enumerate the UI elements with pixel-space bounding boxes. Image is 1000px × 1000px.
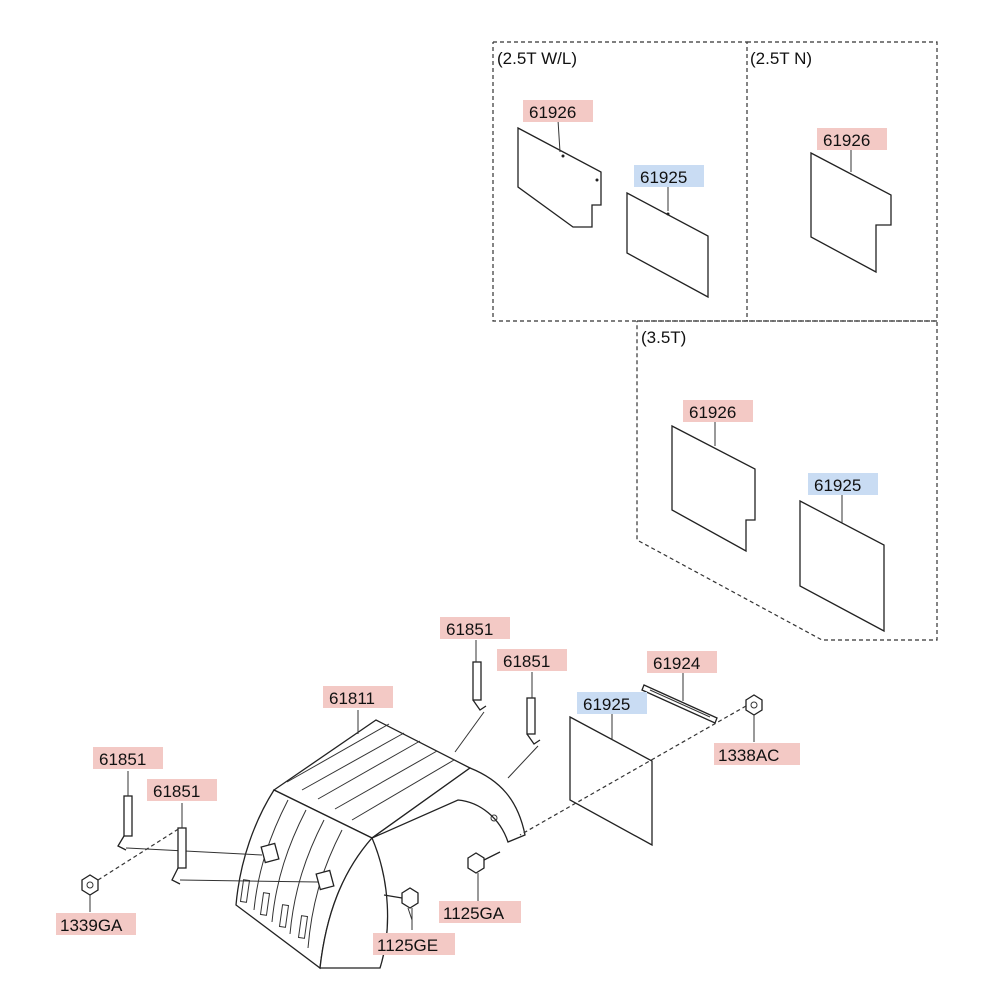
stay-link-a xyxy=(454,711,485,753)
nut-1338ac xyxy=(745,694,763,716)
tag-bg-61926-n xyxy=(817,128,887,150)
mud-flap-plate-61926-n xyxy=(810,151,892,274)
tag-bg-1339ga xyxy=(56,913,136,935)
stay-61851-top-right xyxy=(526,697,541,745)
tag-bg-61925-main xyxy=(577,692,647,714)
reinforcement-strip-61924 xyxy=(641,684,718,724)
mud-flap-plate-61926-3-5t xyxy=(671,424,756,553)
nut-1339ga xyxy=(81,874,99,896)
tag-bg-61924 xyxy=(647,651,717,673)
tag-bg-1125ga xyxy=(439,901,521,923)
part-number-61926-3-5t: 61926 xyxy=(689,403,736,422)
mud-flap-plate-61925-3-5t xyxy=(799,499,885,633)
group-label-2-5t-wl: (2.5T W/L) xyxy=(497,49,577,68)
tag-bg-61926-3-5t xyxy=(683,400,753,422)
tag-bg-61926-wl xyxy=(523,100,593,122)
part-number-1125ge: 1125GE xyxy=(377,936,438,955)
part-number-61851-a: 61851 xyxy=(446,620,493,639)
tag-bg-61925-wl xyxy=(634,165,704,187)
stay-61851-left-b xyxy=(171,827,187,885)
bolt-1125ge xyxy=(383,887,419,921)
tag-bg-61851-c xyxy=(93,747,163,769)
part-number-61926-n: 61926 xyxy=(823,131,870,150)
mud-flap-plate-61925-main xyxy=(569,715,653,847)
tag-bg-61811 xyxy=(323,686,393,708)
stay-link-b xyxy=(507,745,539,779)
group-label-3-5t: (3.5T) xyxy=(641,328,686,347)
part-number-61811: 61811 xyxy=(329,689,375,708)
bolt-1125ga xyxy=(467,851,501,874)
variant-box-3-5t xyxy=(636,320,938,641)
part-number-1338ac: 1338AC xyxy=(718,746,779,765)
part-number-1339ga: 1339GA xyxy=(60,916,123,935)
tag-bg-61851-a xyxy=(440,617,510,639)
leader-61926-wl xyxy=(557,119,561,153)
mud-flap-plate-61926-wl xyxy=(517,126,602,228)
stay-61851-left-a xyxy=(117,795,133,851)
tag-bg-61851-b xyxy=(497,649,567,671)
group-label-2-5t-n: (2.5T N) xyxy=(750,49,812,68)
part-number-61925-3-5t: 61925 xyxy=(814,476,861,495)
part-number-61851-c: 61851 xyxy=(99,750,146,769)
part-number-1125ga: 1125GA xyxy=(443,904,505,923)
part-number-61925-wl: 61925 xyxy=(640,168,687,187)
assembly-axis-left xyxy=(97,827,181,881)
tag-bg-61851-d xyxy=(147,779,217,801)
part-number-61924: 61924 xyxy=(653,654,700,673)
stay-link-c xyxy=(125,847,263,856)
part-number-61926-wl: 61926 xyxy=(529,103,576,122)
tag-bg-61925-3-5t xyxy=(808,473,878,495)
assembly-axis-right xyxy=(519,705,747,836)
stay-61851-top-left xyxy=(472,661,487,711)
stay-link-d xyxy=(179,879,319,883)
mud-flap-plate-61925-wl xyxy=(626,191,709,299)
tag-bg-1338ac xyxy=(714,743,800,765)
part-number-61851-b: 61851 xyxy=(503,652,550,671)
part-number-61851-d: 61851 xyxy=(153,782,200,801)
rear-fender xyxy=(235,719,526,970)
tag-bg-1125ge xyxy=(373,933,455,955)
part-number-61925-main: 61925 xyxy=(583,695,630,714)
